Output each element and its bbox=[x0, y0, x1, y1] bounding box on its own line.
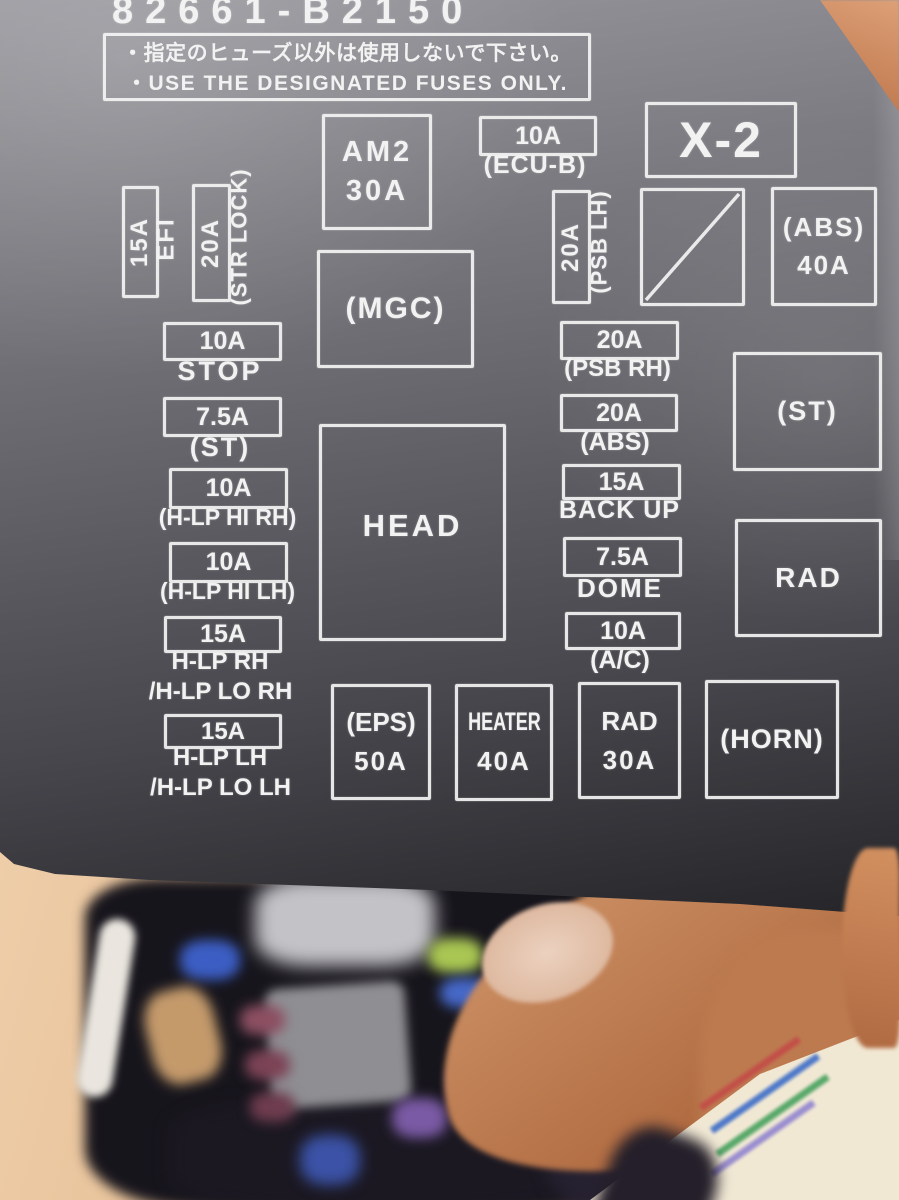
connector-id-box: X-2 bbox=[645, 102, 797, 178]
fuse-str-lock-caption-wrap: (STR LOCK) bbox=[224, 163, 256, 311]
purple-fuse-2 bbox=[392, 1098, 447, 1138]
blue-fuse-bottom bbox=[300, 1135, 360, 1185]
fuse-eps: (EPS) 50A bbox=[331, 684, 431, 800]
fuse-horn-label: (HORN) bbox=[720, 724, 824, 754]
fuse-abs-40-amp: 40A bbox=[797, 249, 851, 280]
fuse-rad-30: RAD 30A bbox=[578, 682, 681, 799]
fuse-abs-20-caption: (ABS) bbox=[580, 428, 650, 456]
fuse-eps-amp: 50A bbox=[354, 746, 408, 776]
green-fuse bbox=[428, 938, 483, 973]
fuse-hlp-rh-amp-box: 15A bbox=[164, 616, 282, 653]
fuse-psb-rh-caption: (PSB RH) bbox=[564, 355, 671, 382]
fuse-rad-30-amp: 30A bbox=[602, 744, 657, 775]
fuse-stop-amp-box: 10A bbox=[163, 322, 282, 361]
relay-mgc-label: (MGC) bbox=[345, 292, 446, 325]
fuse-st75-amp-box: 7.5A bbox=[163, 397, 282, 437]
connector-id-label: X-2 bbox=[679, 112, 763, 168]
fuse-ecu-b-amp-box: 10A bbox=[479, 116, 597, 156]
spare-slot bbox=[640, 188, 745, 306]
fuse-psb-lh-caption-wrap: (PSB LH) bbox=[585, 172, 615, 312]
fuse-heater-amp: 40A bbox=[477, 745, 531, 776]
relay-st-label: (ST) bbox=[777, 396, 838, 426]
fuse-hlp-lh-caption-1: H-LP LH bbox=[172, 744, 268, 771]
part-number: 82661-B2150 bbox=[112, 0, 475, 32]
fuse-ac-caption: (A/C) bbox=[590, 646, 650, 674]
relay-rad-label: RAD bbox=[775, 562, 842, 593]
fuse-hlp-hi-lh-amp-box: 10A bbox=[169, 542, 288, 583]
fuse-heater-name: HEATER bbox=[467, 708, 541, 737]
relay-head: HEAD bbox=[319, 424, 506, 641]
fuse-psb-rh-amp-box: 20A bbox=[560, 321, 679, 360]
fuse-psb-lh-amp-box: 20A bbox=[552, 190, 591, 304]
relay-st: (ST) bbox=[733, 352, 882, 471]
fuse-abs-20-amp-box: 20A bbox=[560, 394, 678, 432]
pink-fuse-2 bbox=[245, 1050, 290, 1080]
warning-text-japanese: ・指定のヒューズ以外は使用しないで下さい。 bbox=[122, 42, 572, 65]
warning-box: ・指定のヒューズ以外は使用しないで下さい。 ・USE THE DESIGNATE… bbox=[103, 33, 591, 101]
fuse-back-up-amp-box: 15A bbox=[562, 464, 681, 500]
fuse-back-up-caption: BACK UP bbox=[559, 496, 680, 524]
fuse-am2-amp: 30A bbox=[345, 175, 409, 207]
fuse-am2-name: AM2 bbox=[341, 135, 413, 168]
fuse-am2: AM2 30A bbox=[322, 114, 432, 230]
fuse-hlp-lh-amp-box: 15A bbox=[164, 714, 282, 749]
fuse-hlp-rh-caption-1: H-LP RH bbox=[171, 648, 269, 675]
fuse-hlp-hi-rh-caption: (H-LP HI RH) bbox=[158, 504, 297, 530]
fuse-abs-40-name: (ABS) bbox=[782, 211, 866, 242]
fuse-efi-amp-box: 15A bbox=[122, 186, 159, 298]
fuse-st75-caption: (ST) bbox=[189, 432, 251, 462]
fuse-dome-caption: DOME bbox=[577, 573, 663, 603]
fuse-horn: (HORN) bbox=[705, 680, 839, 799]
fuse-psb-lh-caption: (PSB LH) bbox=[587, 190, 613, 294]
blue-fuse bbox=[180, 940, 240, 980]
fuse-ac-amp-box: 10A bbox=[565, 612, 681, 650]
fuse-abs-40: (ABS) 40A bbox=[771, 187, 877, 306]
pink-fuse-1 bbox=[240, 1005, 285, 1035]
reflection-highlight bbox=[255, 878, 435, 966]
fuse-stop-caption: STOP bbox=[177, 356, 263, 386]
fuse-str-lock-amp: 20A bbox=[197, 217, 225, 269]
fuse-ecu-b-caption: (ECU-B) bbox=[483, 151, 587, 179]
relay-rad: RAD bbox=[735, 519, 882, 637]
relay-mgc: (MGC) bbox=[317, 250, 474, 368]
warning-text-english: ・USE THE DESIGNATED FUSES ONLY. bbox=[125, 72, 569, 95]
fuse-hlp-lh-caption-2: /H-LP LO LH bbox=[150, 774, 291, 801]
fuse-hlp-hi-rh-amp-box: 10A bbox=[169, 468, 288, 509]
fuse-hlp-rh-caption-2: /H-LP LO RH bbox=[148, 678, 293, 705]
fuse-efi-caption-wrap: EFI bbox=[152, 186, 182, 292]
finger-right-edge bbox=[842, 848, 899, 1048]
gray-relay-block bbox=[263, 980, 413, 1110]
fuse-efi-caption: EFI bbox=[153, 217, 180, 261]
fuse-box-cover: 82661-B2150 ・指定のヒューズ以外は使用しないで下さい。 ・USE T… bbox=[0, 0, 899, 916]
fuse-eps-name: (EPS) bbox=[346, 707, 416, 737]
fuse-hlp-hi-lh-caption: (H-LP HI LH) bbox=[159, 578, 295, 604]
fuse-dome-amp-box: 7.5A bbox=[563, 537, 682, 577]
fuse-rad-30-name: RAD bbox=[601, 705, 658, 736]
pink-fuse-3 bbox=[250, 1092, 295, 1122]
relay-head-label: HEAD bbox=[362, 507, 463, 543]
fuse-heater: HEATER 40A bbox=[455, 684, 553, 801]
fuse-str-lock-caption: (STR LOCK) bbox=[227, 168, 252, 306]
fuse-efi-amp: 15A bbox=[126, 216, 154, 268]
spare-slot-diagonal-icon bbox=[644, 192, 741, 302]
fuse-diagram: 82661-B2150 ・指定のヒューズ以外は使用しないで下さい。 ・USE T… bbox=[103, 0, 882, 801]
fuse-psb-lh-amp: 20A bbox=[557, 221, 585, 273]
fuse-str-lock-amp-box: 20A bbox=[192, 184, 231, 302]
